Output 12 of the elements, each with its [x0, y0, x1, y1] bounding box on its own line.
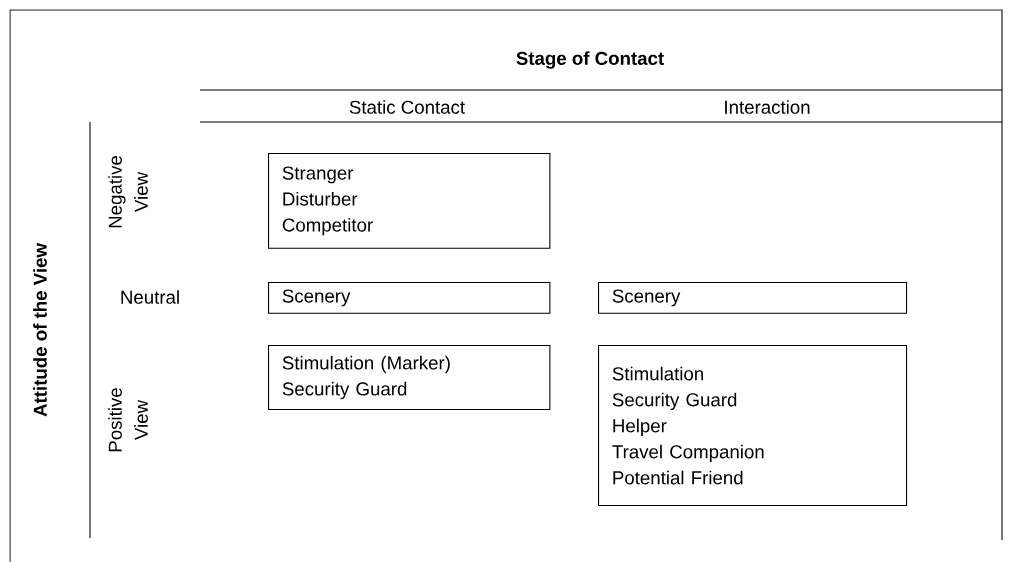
category-box: Scenery — [268, 282, 551, 314]
category-box: Stimulation (Marker) Security Guard — [268, 345, 551, 411]
title: Stage of Contact — [516, 51, 664, 69]
column-header: Static Contact — [349, 100, 465, 114]
category-box: Stimulation Security Guard Helper Travel Companion Potential Friend — [598, 345, 908, 507]
column-header: Interaction — [725, 100, 810, 114]
row-label: Neutral — [121, 290, 179, 304]
row-label: Positive View — [108, 388, 148, 452]
row-label: Negative View — [108, 156, 148, 228]
axis-label: Attitude of the View — [33, 243, 47, 417]
category-box: Scenery — [598, 282, 908, 314]
category-box: Stranger Disturber Competitor — [268, 153, 551, 249]
